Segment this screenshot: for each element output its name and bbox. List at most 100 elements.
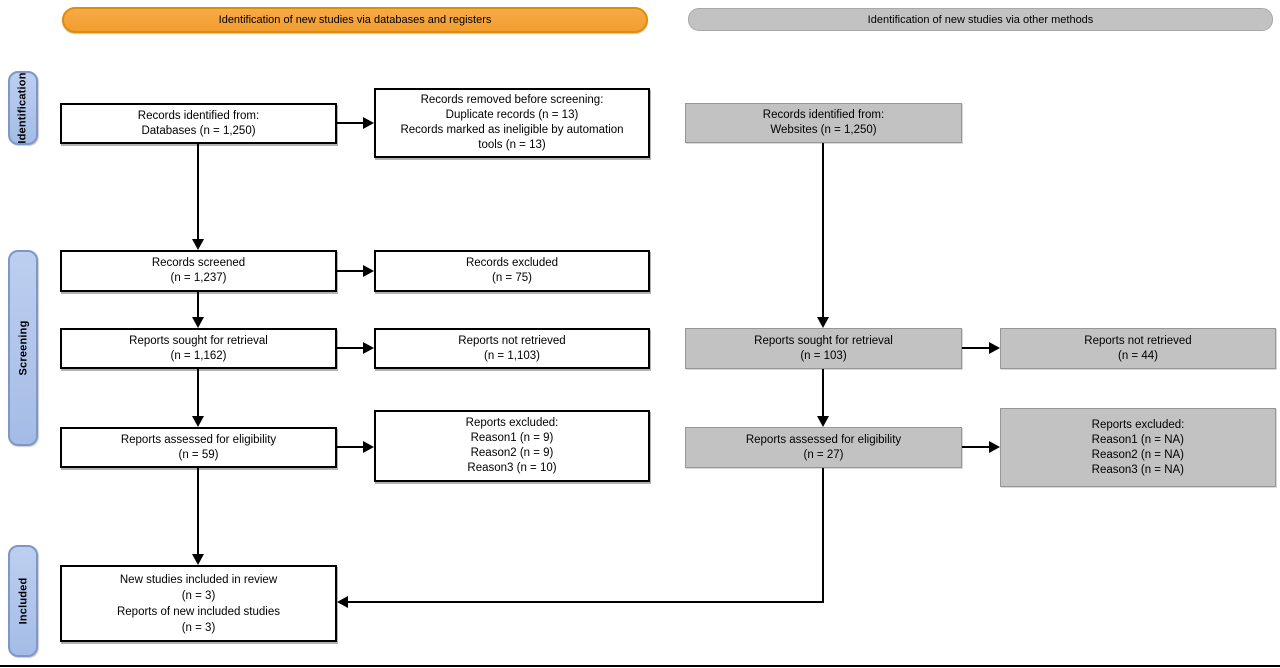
box-line: Reports not retrieved <box>1084 334 1192 347</box>
arrowhead-down-icon <box>192 317 204 328</box>
box-line: Reports excluded: <box>465 417 559 429</box>
box-line: Records screened <box>151 257 246 269</box>
box-records-identified-websites: Records identified from: Websites (n = 1… <box>685 103 962 143</box>
box-line: Records identified from: <box>137 109 260 122</box>
box-line: (n = 1,103) <box>484 349 540 362</box>
box-line: Websites (n = 1,250) <box>770 124 877 136</box>
arrowhead-right-icon <box>363 117 374 129</box>
arrowhead-down-icon <box>817 317 829 328</box>
stage-included: Included <box>8 545 38 657</box>
box-text: Reports sought for retrieval (n = 103) <box>686 334 961 364</box>
box-line: (n = 1,237) <box>170 272 227 284</box>
box-line: Reports assessed for eligibility <box>745 433 902 446</box>
box-reports-excluded-other: Reports excluded: Reason1 (n = NA) Reaso… <box>1000 408 1276 487</box>
arrowhead-right-icon <box>363 265 374 277</box>
arrowhead-right-icon <box>363 342 374 354</box>
stage-included-label: Included <box>17 577 30 625</box>
box-reports-excluded-databases: Reports excluded: Reason1 (n = 9) Reason… <box>374 410 650 482</box>
arrow-line-assessed-other-elbow-horizontal <box>348 601 824 603</box>
box-line: (n = 75) <box>492 272 532 284</box>
box-records-identified-databases: Records identified from: Databases (n = … <box>60 103 337 144</box>
box-records-excluded: Records excluded (n = 75) <box>374 250 650 292</box>
arrow-line-screened-to-excluded <box>337 270 363 272</box>
box-line: Records excluded <box>465 257 559 269</box>
arrow-line-identified-to-screened <box>197 144 199 239</box>
box-line: Reports assessed for eligibility <box>120 433 277 446</box>
arrowhead-down-icon <box>192 416 204 427</box>
box-reports-sought-other: Reports sought for retrieval (n = 103) <box>685 328 962 369</box>
arrowhead-right-icon <box>989 441 1000 453</box>
box-text: Reports not retrieved (n = 44) <box>1001 334 1275 364</box>
box-line: Reports sought for retrieval <box>754 334 893 347</box>
box-line: Reports excluded: <box>1091 418 1185 431</box>
box-reports-assessed-databases: Reports assessed for eligibility (n = 59… <box>60 427 337 468</box>
box-line: (n = 1,162) <box>170 349 227 362</box>
box-line: Reason1 (n = 9) <box>470 432 554 444</box>
box-text: Reports assessed for eligibility (n = 59… <box>62 433 335 463</box>
box-line: Reason3 (n = NA) <box>1091 463 1185 476</box>
stage-screening-label: Screening <box>17 320 29 376</box>
box-text: Reports sought for retrieval (n = 1,162) <box>62 334 335 364</box>
arrowhead-down-icon <box>817 416 829 427</box>
box-records-removed: Records removed before screening: Duplic… <box>374 88 650 158</box>
box-line: Databases (n = 1,250) <box>141 124 256 137</box>
arrow-line-websites-to-sought-other <box>822 143 824 317</box>
box-line: Duplicate records (n = 13) <box>445 109 579 121</box>
arrowhead-right-icon <box>363 441 374 453</box>
box-line: New studies included in review <box>119 573 278 586</box>
arrowhead-down-icon <box>192 239 204 250</box>
stage-screening: Screening <box>8 250 38 446</box>
arrow-line-assessed-to-excluded <box>337 446 363 448</box>
box-line: Records removed before screening: <box>420 94 604 106</box>
box-text: Reports not retrieved (n = 1,103) <box>376 334 648 364</box>
box-text: Records excluded (n = 75) <box>376 256 648 286</box>
bottom-border-line <box>0 665 1280 667</box>
box-reports-not-retrieved-other: Reports not retrieved (n = 44) <box>1000 328 1276 369</box>
box-line: (n = 27) <box>803 448 844 461</box>
box-line: (n = 59) <box>178 448 219 461</box>
stage-identification: Identification <box>8 71 38 145</box>
arrow-line-sought-to-notretrieved <box>337 347 363 349</box>
arrow-line-sought-other-to-notretrieved-other <box>962 347 989 349</box>
box-line: Records identified from: <box>762 109 885 121</box>
box-text: Reports excluded: Reason1 (n = NA) Reaso… <box>1092 418 1185 478</box>
arrow-line-sought-to-assessed <box>197 369 199 416</box>
arrowhead-down-icon <box>192 554 204 565</box>
stage-identification-label: Identification <box>17 72 29 144</box>
arrow-line-assessed-other-to-excluded-other <box>962 446 989 448</box>
arrow-line-sought-other-to-assessed-other <box>822 369 824 416</box>
box-line: (n = 103) <box>800 349 847 362</box>
arrow-line-assessed-other-elbow-vertical <box>822 468 824 603</box>
box-text: Records identified from: Websites (n = 1… <box>686 108 961 138</box>
box-text: Records removed before screening: Duplic… <box>376 93 648 153</box>
box-line: Reason2 (n = 9) <box>470 447 554 459</box>
arrow-line-screened-to-sought <box>197 292 199 317</box>
box-text: Reports assessed for eligibility (n = 27… <box>686 433 961 463</box>
box-text: Reports excluded: Reason1 (n = 9) Reason… <box>376 416 648 476</box>
arrow-line-assessed-to-included <box>197 468 199 554</box>
box-text: Records screened (n = 1,237) <box>62 256 335 286</box>
box-line: Records marked as ineligible by automati… <box>400 124 624 136</box>
box-reports-assessed-other: Reports assessed for eligibility (n = 27… <box>685 427 962 468</box>
box-line: Reports of new included studies <box>116 605 280 618</box>
box-line: (n = 44) <box>1118 349 1158 362</box>
box-reports-not-retrieved-databases: Reports not retrieved (n = 1,103) <box>374 328 650 369</box>
box-line: Reports sought for retrieval <box>129 334 268 347</box>
header-pill-other-methods: Identification of new studies via other … <box>688 8 1273 31</box>
arrowhead-right-icon <box>989 342 1000 354</box>
arrow-line-identified-to-removed <box>337 122 363 124</box>
box-line: Reports not retrieved <box>458 334 566 347</box>
header-pill-databases-label: Identification of new studies via databa… <box>218 14 492 26</box>
box-new-studies-included: New studies included in review (n = 3) R… <box>60 565 337 642</box>
box-line: (n = 3) <box>181 621 216 634</box>
box-line: (n = 3) <box>181 589 216 602</box>
header-pill-other-methods-label: Identification of new studies via other … <box>867 13 1094 26</box>
box-reports-sought-databases: Reports sought for retrieval (n = 1,162) <box>60 328 337 369</box>
box-records-screened: Records screened (n = 1,237) <box>60 250 337 292</box>
box-text: Records identified from: Databases (n = … <box>62 109 335 139</box>
box-text: New studies included in review (n = 3) R… <box>62 572 335 636</box>
header-pill-databases: Identification of new studies via databa… <box>62 7 648 33</box>
arrowhead-left-icon <box>337 596 348 608</box>
box-line: tools (n = 13) <box>478 139 546 151</box>
